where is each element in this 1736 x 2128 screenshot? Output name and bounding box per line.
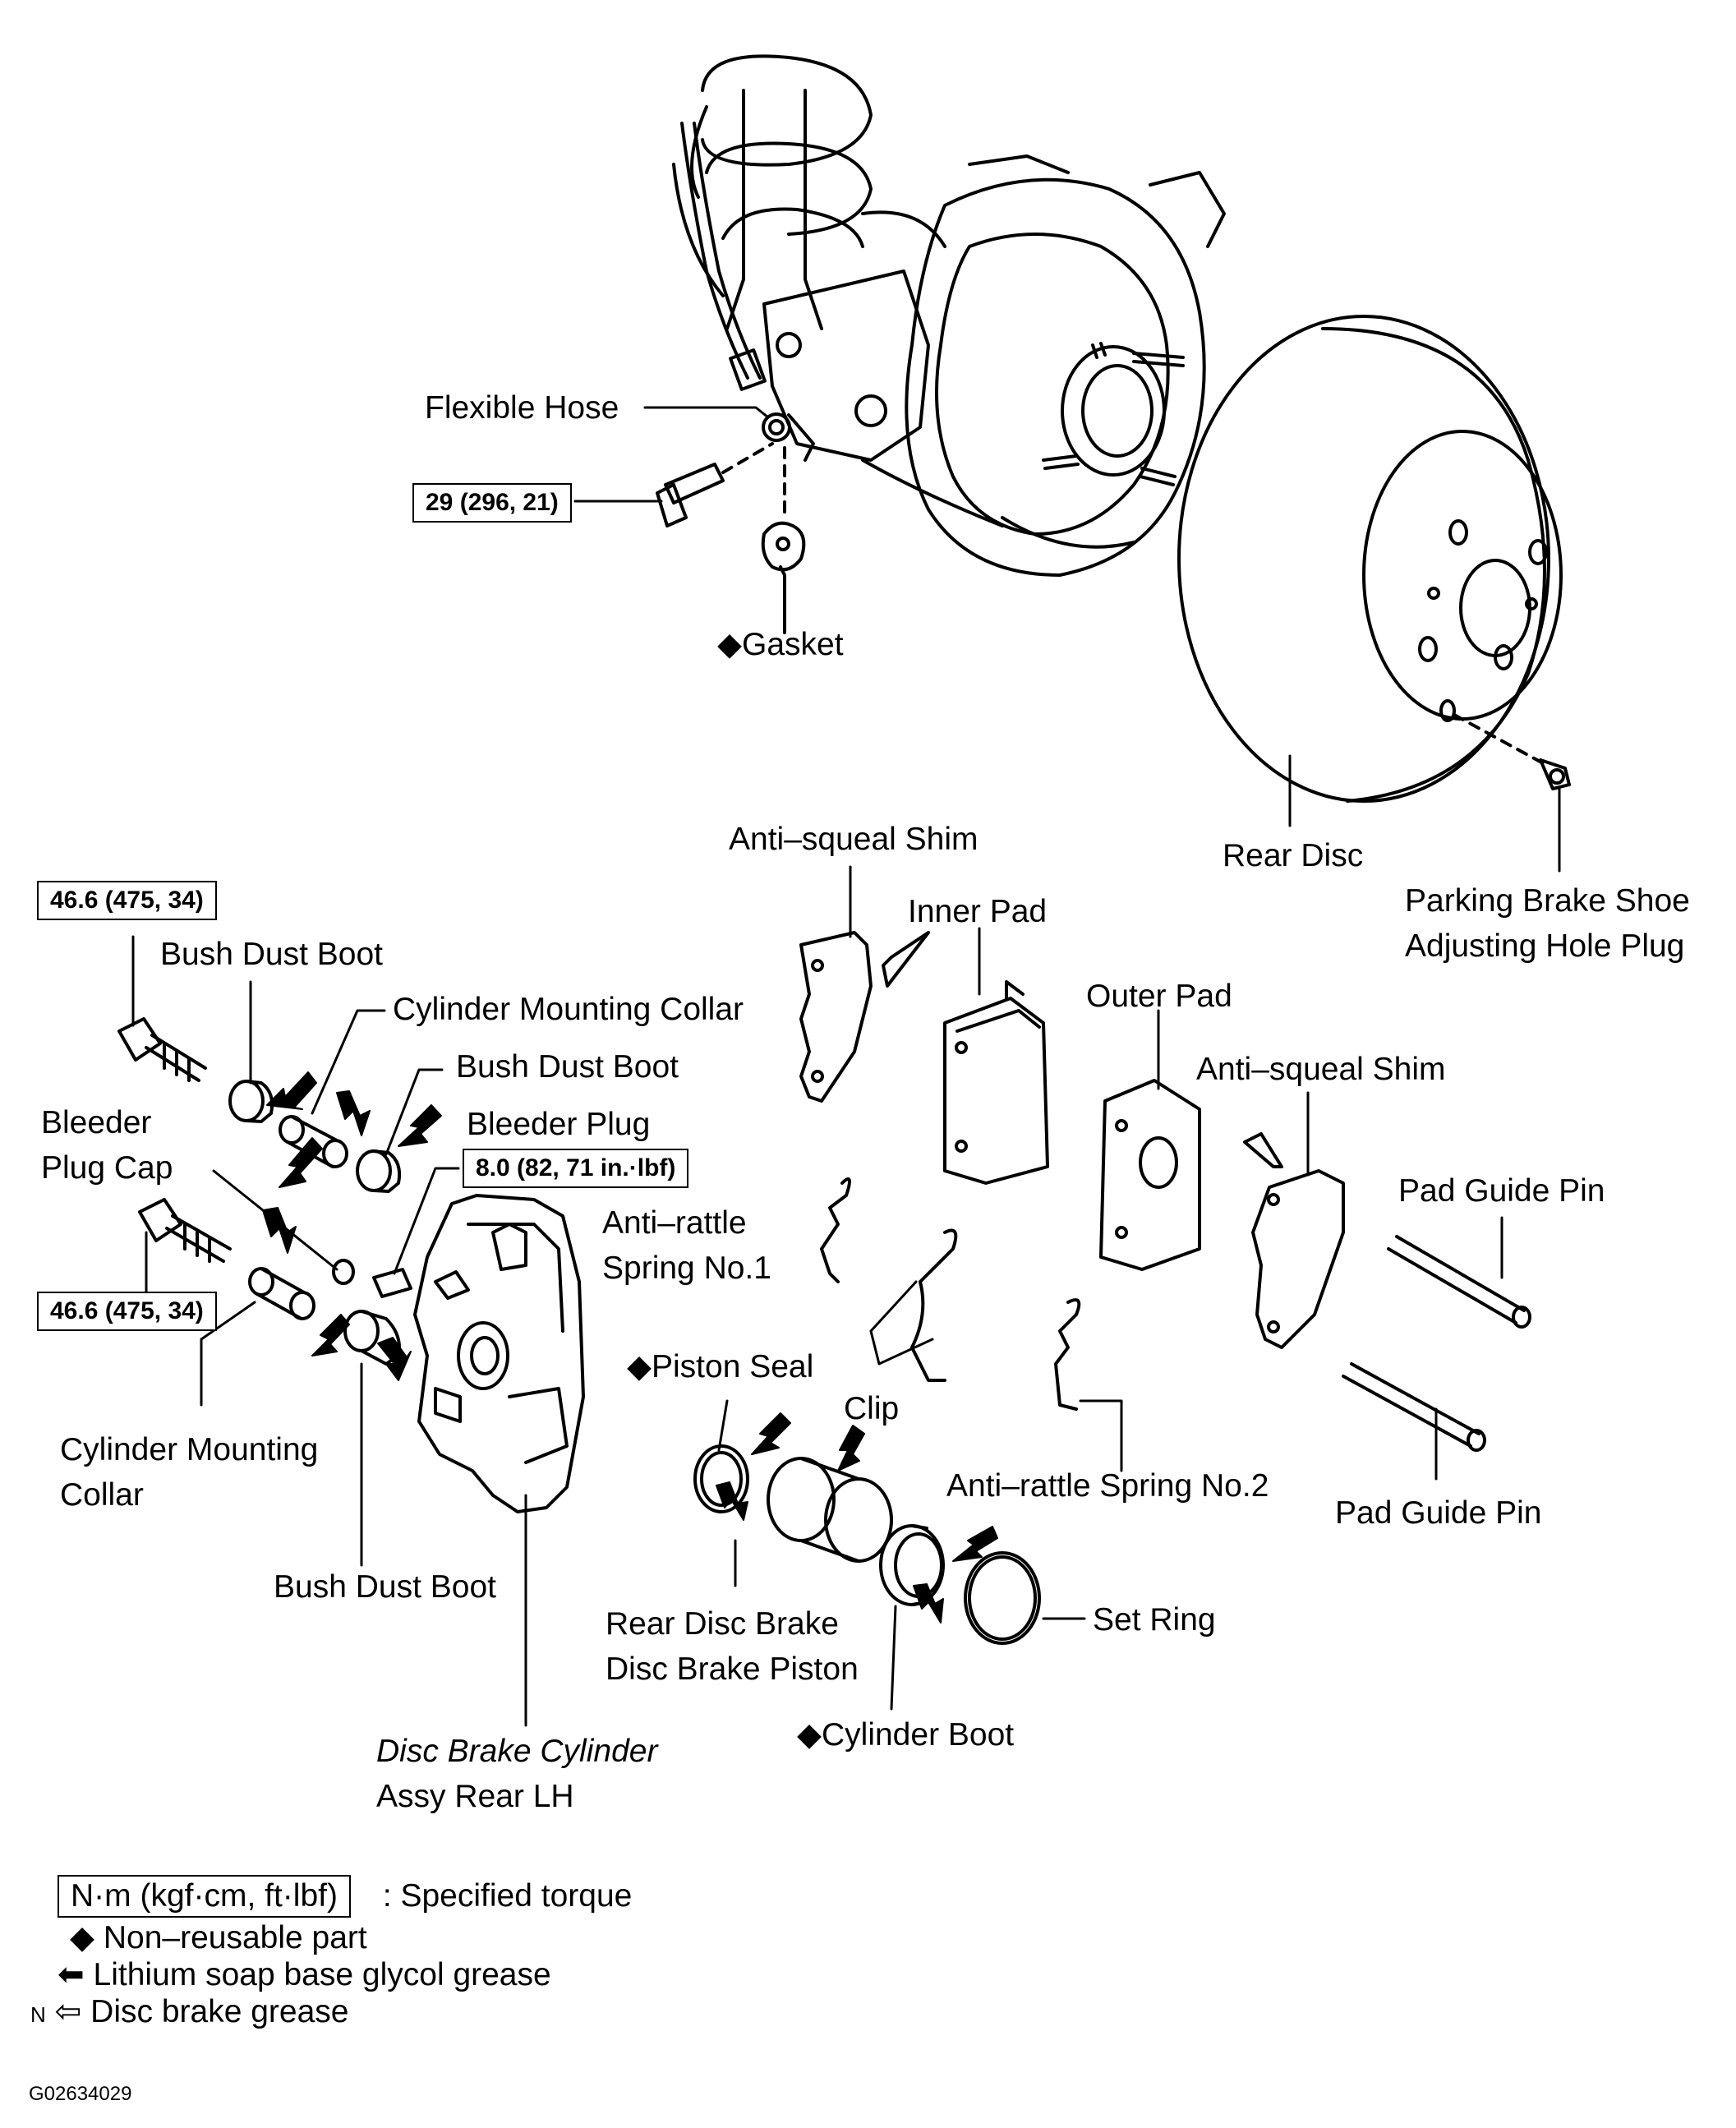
label-anti-rattle-1-line2: Spring No.1 — [602, 1251, 771, 1286]
diamond-icon: ◆ — [627, 1349, 652, 1384]
label-anti-squeal-shim-top: Anti–squeal Shim — [729, 822, 979, 857]
strut-spring — [672, 54, 946, 462]
label-anti-squeal-shim-right: Anti–squeal Shim — [1196, 1052, 1446, 1087]
label-rear-disc: Rear Disc — [1223, 838, 1364, 873]
anti-squeal-shim-right-drawing — [1251, 1169, 1345, 1349]
caliper-drawing — [413, 1194, 585, 1513]
anti-squeal-shim-top-drawing — [799, 931, 873, 1103]
legend-lithium: ⬅ Lithium soap base glycol grease — [58, 1957, 551, 1992]
hose-bolt-drawing — [656, 442, 774, 527]
upper-bolt-drawing — [117, 1017, 207, 1082]
lower-bolt-drawing — [138, 1198, 232, 1263]
legend-disc-grease: N ⇦ Disc brake grease — [30, 1994, 349, 2029]
pad-guide-pin-1-drawing — [1387, 1235, 1531, 1329]
label-piston-line2: Disc Brake Piston — [606, 1651, 859, 1687]
label-bleeder-plug: Bleeder Plug — [467, 1107, 651, 1142]
rear-disc-drawing — [1177, 315, 1571, 803]
label-cylinder-mounting-collar-1: Cylinder Mounting Collar — [393, 992, 744, 1027]
piston-seal-drawing — [693, 1444, 749, 1513]
label-pad-guide-pin-1: Pad Guide Pin — [1398, 1173, 1605, 1209]
label-cylinder-assy-line1: Disc Brake Cylinder — [376, 1734, 658, 1769]
label-pad-guide-pin-2: Pad Guide Pin — [1335, 1495, 1542, 1531]
label-bush-dust-boot-1: Bush Dust Boot — [160, 937, 383, 972]
label-piston-line1: Rear Disc Brake — [606, 1606, 839, 1642]
anti-rattle-spring-2-drawing — [1054, 1298, 1081, 1411]
bleeder-plug-drawing — [372, 1268, 412, 1298]
label-bleeder-plug-cap-line1: Bleeder — [41, 1105, 152, 1140]
clip-drawing — [910, 1228, 958, 1382]
gasket-drawing — [761, 446, 806, 634]
pad-guide-pin-2-drawing — [1342, 1362, 1486, 1452]
inner-pad-drawing — [943, 980, 1049, 1185]
label-anti-rattle-2: Anti–rattle Spring No.2 — [946, 1468, 1269, 1504]
legend-torque-unit: N·m (kgf·cm, ft·lbf) — [58, 1875, 351, 1918]
torque-bleeder-plug: 8.0 (82, 71 in.·lbf) — [463, 1149, 689, 1188]
label-parking-plug-line1: Parking Brake Shoe — [1405, 883, 1690, 919]
leader-lines — [131, 406, 1561, 1727]
lithium-grease-arrows — [262, 1071, 998, 1624]
set-ring-drawing — [964, 1551, 1041, 1645]
label-cylinder-assy-line2: Assy Rear LH — [376, 1779, 574, 1814]
label-anti-rattle-1-line1: Anti–rattle — [602, 1205, 747, 1241]
piston-drawing — [767, 1457, 893, 1563]
bush-dust-boot-2-drawing — [356, 1149, 402, 1193]
legend-non-reusable: ◆ Non–reusable part — [70, 1920, 367, 1955]
anti-rattle-spring-1-drawing — [820, 1177, 851, 1283]
disc-grease-arrow-2 — [1243, 1132, 1283, 1168]
legend-torque: N·m (kgf·cm, ft·lbf) : Specified torque — [58, 1875, 632, 1918]
label-cylinder-mounting-collar-2-line2: Collar — [60, 1477, 144, 1513]
flexible-hose-drawing — [680, 122, 815, 462]
diamond-icon: ◆ — [797, 1717, 822, 1753]
legend-torque-desc: : Specified torque — [382, 1878, 633, 1914]
label-inner-pad: Inner Pad — [908, 894, 1048, 929]
label-parking-plug-line2: Adjusting Hole Plug — [1405, 928, 1685, 964]
diamond-icon: ◆ — [70, 1920, 94, 1955]
label-bleeder-plug-cap-line2: Plug Cap — [41, 1150, 173, 1186]
diamond-icon: ◆ — [717, 627, 742, 662]
torque-lower-mount-bolt: 46.6 (475, 34) — [37, 1292, 217, 1331]
hollow-arrow-icon: ⇦ — [54, 1994, 82, 2029]
backing-plate-drawing — [861, 154, 1226, 577]
outer-pad-drawing — [1099, 1079, 1201, 1271]
label-piston-seal: ◆Piston Seal — [627, 1349, 814, 1384]
cylinder-boot-drawing — [879, 1524, 945, 1606]
disc-grease-arrow-1 — [882, 931, 930, 988]
label-bush-dust-boot-3: Bush Dust Boot — [274, 1569, 496, 1605]
cylinder-collar-2-drawing — [248, 1267, 315, 1320]
label-bush-dust-boot-2: Bush Dust Boot — [456, 1049, 679, 1085]
label-set-ring: Set Ring — [1093, 1602, 1216, 1637]
n-mark: N — [30, 2002, 46, 2027]
filled-arrow-icon: ⬅ — [58, 1957, 85, 1992]
label-outer-pad: Outer Pad — [1086, 979, 1232, 1014]
figure-id: G02634029 — [29, 2083, 132, 2105]
torque-upper-mount-bolt: 46.6 (475, 34) — [37, 881, 217, 920]
bleeder-cap-drawing — [332, 1259, 355, 1285]
bush-dust-boot-1-drawing — [228, 1080, 274, 1123]
label-gasket: ◆Gasket — [717, 627, 844, 662]
torque-flexible-hose-bolt: 29 (296, 21) — [412, 483, 572, 523]
label-clip: Clip — [844, 1391, 900, 1426]
label-flexible-hose: Flexible Hose — [425, 390, 619, 426]
label-cylinder-mounting-collar-2-line1: Cylinder Mounting — [60, 1432, 319, 1467]
label-cylinder-boot: ◆Cylinder Boot — [797, 1717, 1015, 1753]
